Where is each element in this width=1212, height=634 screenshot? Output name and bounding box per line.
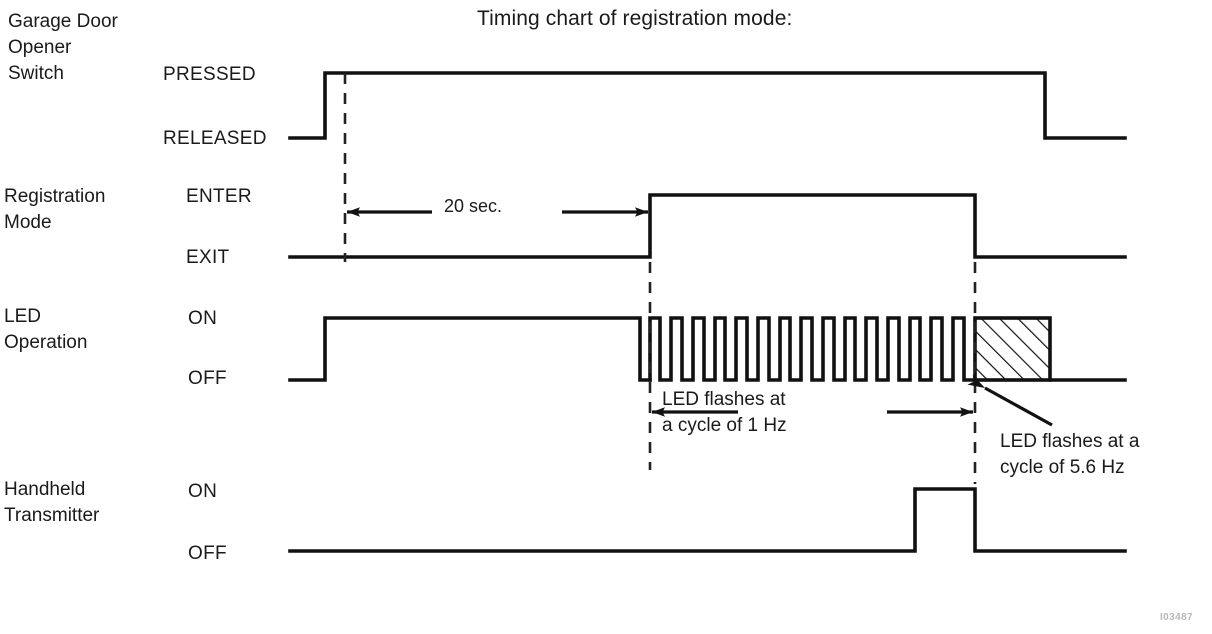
row-label-led-operation-line1: LED [4, 306, 41, 327]
row-label-registration-mode-line1: Registration [4, 186, 106, 207]
row-label-handheld-transmitter-line1: Handheld [4, 479, 86, 500]
hatched-block-rect [973, 316, 1052, 382]
annotation-led-56hz-line2: cycle of 5.6 Hz [1000, 457, 1125, 478]
waveform-garage-door-opener-switch [288, 71, 1127, 140]
waveform-led-operation-initial [288, 316, 652, 382]
state-label-pressed: PRESSED [163, 64, 256, 85]
row-label-registration-mode-line2: Mode [4, 212, 52, 233]
page-title: Timing chart of registration mode: [477, 7, 793, 30]
annotation-led-1hz-line1: LED flashes at [662, 389, 786, 410]
annotation-led-1hz-line2: a cycle of 1 Hz [662, 415, 787, 436]
hatched-block-led-5-6hz [973, 316, 1052, 382]
leader-line-led-5-6hz [967, 374, 1053, 427]
state-label-transmitter-off: OFF [188, 543, 227, 564]
annotation-led-56hz-line1: LED flashes at a [1000, 431, 1140, 452]
state-label-transmitter-on: ON [188, 481, 218, 502]
waveform-handheld-transmitter [288, 487, 1127, 553]
state-label-enter: ENTER [186, 186, 252, 207]
state-label-led-off: OFF [188, 368, 227, 389]
state-label-led-on: ON [188, 308, 218, 329]
image-id-watermark: I03487 [1160, 612, 1193, 623]
row-label-garage-door-opener-switch-line2: Opener [8, 37, 72, 58]
state-label-released: RELEASED [163, 128, 267, 149]
waveform-registration-mode [288, 193, 1127, 259]
row-label-handheld-transmitter-line2: Transmitter [4, 505, 100, 526]
row-label-led-operation-line2: Operation [4, 332, 88, 353]
waveform-led-operation-pulse-train [648, 316, 977, 382]
row-label-garage-door-opener-switch-line3: Switch [8, 63, 64, 84]
leader-line-led-5-6hz-arrow [967, 374, 1053, 427]
row-label-garage-door-opener-switch-line1: Garage Door [8, 11, 118, 32]
state-label-exit: EXIT [186, 247, 230, 268]
annotation-20-sec: 20 sec. [444, 196, 503, 216]
